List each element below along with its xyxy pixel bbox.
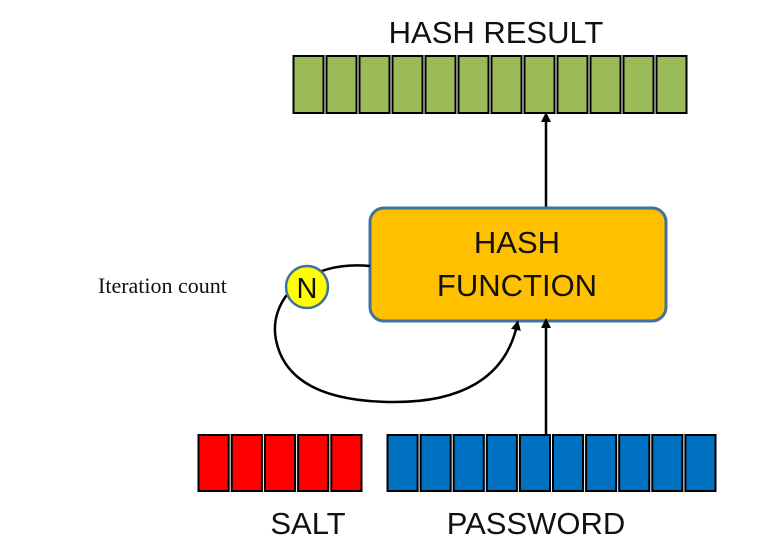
hash-result-cell: [391, 55, 424, 114]
hash-function-line2: FUNCTION: [437, 268, 597, 303]
hash-result-cell: [523, 55, 556, 114]
password-cell: [651, 434, 684, 492]
hash-result-cell: [292, 55, 325, 114]
hash-function-line1: HASH: [474, 225, 560, 260]
salt-cell: [330, 434, 363, 492]
password-bar: [386, 434, 717, 492]
password-cell: [419, 434, 452, 492]
password-cell: [452, 434, 485, 492]
password-cell: [552, 434, 585, 492]
hash-result-cell: [424, 55, 457, 114]
password-cell: [585, 434, 618, 492]
salt-cell: [297, 434, 330, 492]
hash-result-cell: [358, 55, 391, 114]
password-cell: [684, 434, 717, 492]
hash-result-cell: [325, 55, 358, 114]
password-cell: [386, 434, 419, 492]
salt-bar: [197, 434, 363, 492]
iteration-badge: [284, 264, 330, 310]
password-label: PASSWORD: [447, 506, 626, 541]
password-cell: [618, 434, 651, 492]
hash-result-cell: [490, 55, 523, 114]
salt-cell: [230, 434, 263, 492]
password-cell: [518, 434, 552, 492]
hash-result-label: HASH RESULT: [389, 15, 604, 50]
hash-result-cell: [457, 55, 490, 114]
password-cell: [485, 434, 518, 492]
iteration-badge-label: N: [297, 273, 318, 305]
salt-label: SALT: [270, 506, 345, 541]
hash-result-cell: [622, 55, 655, 114]
hash-result-cell: [655, 55, 688, 114]
hash-result-cell: [589, 55, 622, 114]
hash-result-cell: [556, 55, 589, 114]
iteration-count-label: Iteration count: [98, 273, 227, 298]
hash-result-bar: [292, 55, 688, 114]
salt-cell: [197, 434, 230, 492]
salt-cell: [263, 434, 297, 492]
